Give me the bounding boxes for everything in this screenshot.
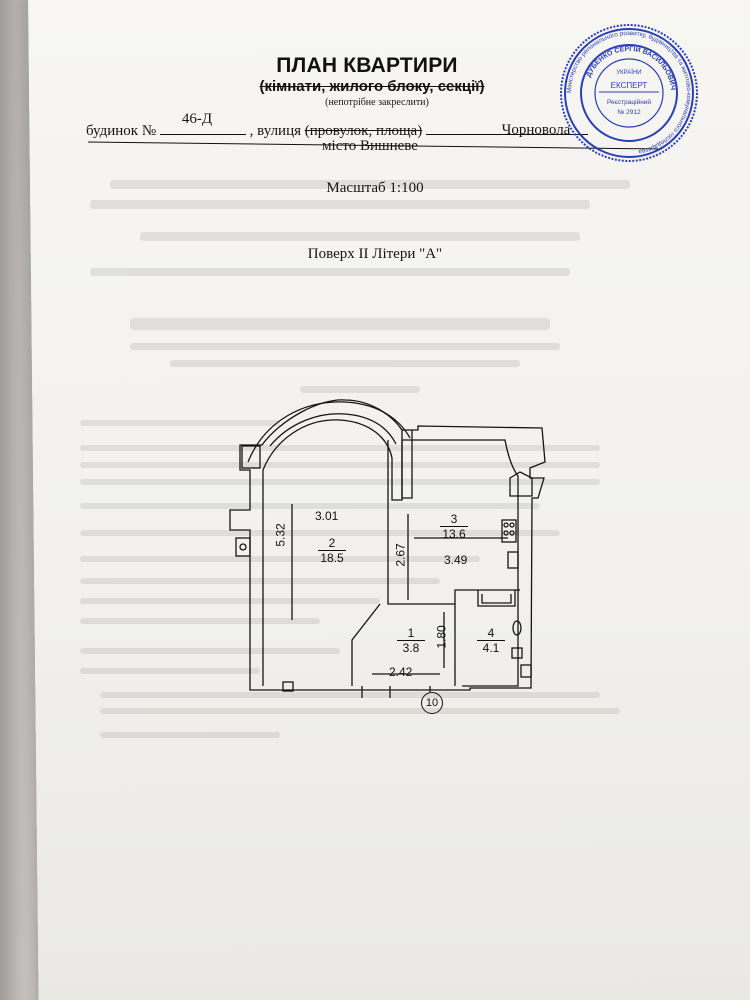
expert-seal: Міністерство регіонального розвитку, буд…	[558, 22, 700, 164]
room-area: 18.5	[320, 551, 344, 565]
sink	[507, 551, 519, 569]
inner-wall	[262, 419, 519, 687]
room-label: 3 13.6	[434, 512, 474, 541]
document-subtitle: (кімнати, жилого блоку, секції)	[259, 78, 485, 95]
column-bottom-left	[282, 681, 294, 692]
room-number: 2	[318, 536, 346, 551]
seal-registry-label: Реєстраційний	[607, 98, 651, 106]
bathtub	[477, 590, 516, 607]
seal-registry-number: № 2912	[617, 109, 641, 116]
outer-wall	[229, 399, 546, 691]
room-number: 4	[477, 626, 505, 641]
seal-role: ЕКСПЕРТ	[611, 81, 648, 90]
street-struck-text: (провулок, площа)	[304, 123, 423, 139]
dimension-532: 5.32	[273, 523, 288, 547]
room-area: 3.8	[402, 641, 420, 655]
room-area: 13.6	[442, 527, 466, 541]
axis-marker: 10	[421, 692, 443, 714]
duct-left	[239, 543, 247, 551]
house-number: 46-Д	[181, 111, 213, 127]
plan-scale: Масштаб 1:100	[326, 180, 424, 196]
dimension-349: 3.49	[444, 553, 468, 567]
street-label: , вулиця	[249, 123, 302, 139]
dimension-242: 2.42	[389, 665, 413, 679]
room-label: 1 3.8	[391, 626, 431, 655]
house-number-blank	[159, 122, 246, 135]
seal-country: УКРАЇНИ	[616, 69, 641, 76]
balcony-rail	[401, 430, 413, 499]
stove	[501, 519, 517, 543]
door-entrance	[361, 686, 391, 698]
partition-living-left	[351, 603, 381, 686]
bathtub-inner	[481, 594, 512, 604]
right-bump	[509, 471, 533, 497]
washbasin	[511, 647, 523, 659]
column-bottom-right	[520, 664, 532, 678]
toilet	[512, 620, 522, 636]
arc-inner	[269, 413, 397, 447]
column-left	[235, 537, 251, 557]
street-name: Чорновола	[501, 122, 571, 138]
house-label: будинок №	[86, 123, 157, 139]
dimension-267: 2.67	[393, 543, 408, 567]
address-line: будинок № , вулиця (провулок, площа)	[86, 122, 588, 140]
arc-double	[247, 401, 411, 463]
room-number: 3	[440, 512, 468, 527]
room-label: 4 4.1	[471, 626, 511, 655]
column-top-left	[241, 445, 261, 469]
floor-label: Поверх II Літери "А"	[307, 246, 443, 262]
seal-graphic: Міністерство регіонального розвитку, буд…	[560, 24, 698, 162]
document-title: ПЛАН КВАРТИРИ	[276, 54, 458, 77]
dimension-180: 1.80	[434, 625, 449, 649]
dimension-301: 3.01	[315, 509, 339, 523]
city-name: місто Вишневе	[322, 138, 418, 154]
room-label: 2 18.5	[312, 536, 352, 565]
room-number: 1	[397, 626, 425, 641]
subtitle-note: (непотрібне закреслити)	[325, 97, 429, 108]
room-area: 4.1	[482, 641, 500, 655]
street-name-blank	[425, 122, 588, 135]
